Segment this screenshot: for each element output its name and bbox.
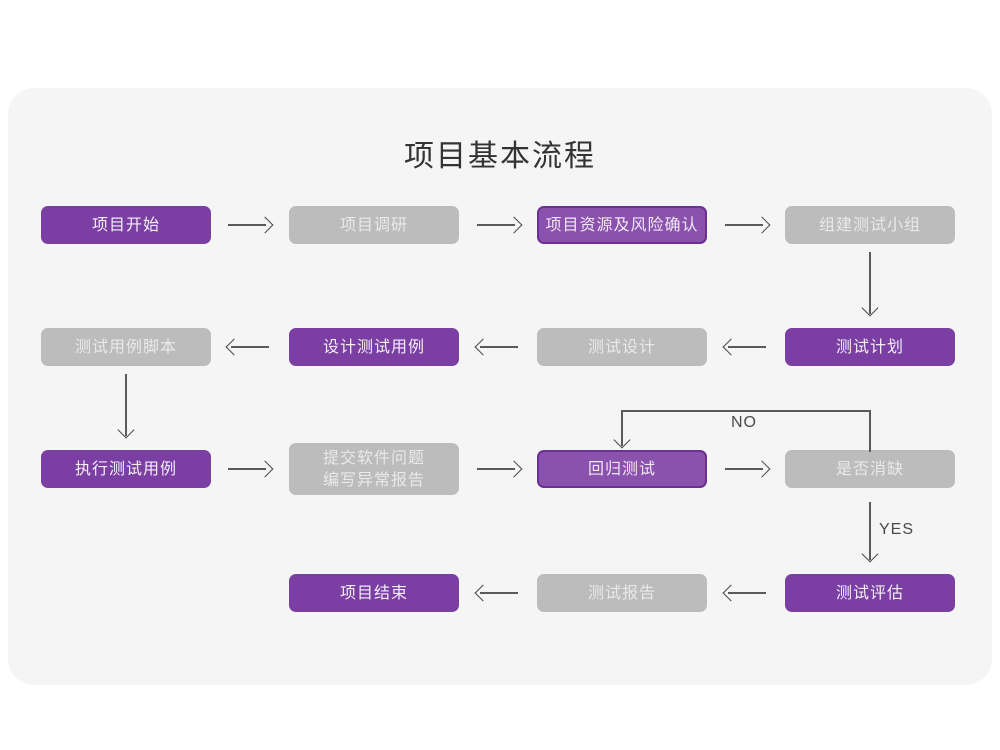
node-project-research[interactable]: 项目调研 bbox=[289, 206, 459, 244]
node-build-test-team[interactable]: 组建测试小组 bbox=[785, 206, 955, 244]
node-project-start[interactable]: 项目开始 bbox=[41, 206, 211, 244]
loop-no-drop bbox=[621, 410, 623, 446]
arrow-line-r2-3 bbox=[728, 346, 766, 348]
arrow-line-r2-2 bbox=[480, 346, 518, 348]
arrow-line-team-to-plan bbox=[869, 252, 871, 314]
node-test-evaluation[interactable]: 测试评估 bbox=[785, 574, 955, 612]
arrow-line-r1-1 bbox=[228, 224, 266, 226]
node-test-case-script[interactable]: 测试用例脚本 bbox=[41, 328, 211, 366]
node-execute-test-case[interactable]: 执行测试用例 bbox=[41, 450, 211, 488]
arrow-line-r1-2 bbox=[477, 224, 515, 226]
arrow-line-r1-3 bbox=[725, 224, 763, 226]
arrow-line-r3-2 bbox=[477, 468, 515, 470]
arrow-line-r2-1 bbox=[231, 346, 269, 348]
page-title: 项目基本流程 bbox=[404, 139, 596, 174]
node-test-report[interactable]: 测试报告 bbox=[537, 574, 707, 612]
loop-no-top bbox=[621, 410, 870, 412]
edge-label-no: NO bbox=[731, 414, 757, 431]
loop-no-riser bbox=[869, 410, 871, 452]
edge-label-yes: YES bbox=[879, 521, 915, 538]
arrow-line-yes bbox=[869, 502, 871, 560]
node-design-test-case[interactable]: 设计测试用例 bbox=[289, 328, 459, 366]
arrow-line-r3-1 bbox=[228, 468, 266, 470]
node-submit-issue-report[interactable]: 提交软件问题 编写异常报告 bbox=[289, 443, 459, 495]
node-project-end[interactable]: 项目结束 bbox=[289, 574, 459, 612]
arrow-line-r4-1 bbox=[480, 592, 518, 594]
node-defect-resolved-decision[interactable]: 是否消缺 bbox=[785, 450, 955, 488]
node-test-design[interactable]: 测试设计 bbox=[537, 328, 707, 366]
arrow-line-r4-2 bbox=[728, 592, 766, 594]
node-test-plan[interactable]: 测试计划 bbox=[785, 328, 955, 366]
arrow-line-r3-3 bbox=[725, 468, 763, 470]
node-resource-risk-confirm[interactable]: 项目资源及风险确认 bbox=[537, 206, 707, 244]
node-regression-test[interactable]: 回归测试 bbox=[537, 450, 707, 488]
arrow-line-script-to-execute bbox=[125, 374, 127, 436]
